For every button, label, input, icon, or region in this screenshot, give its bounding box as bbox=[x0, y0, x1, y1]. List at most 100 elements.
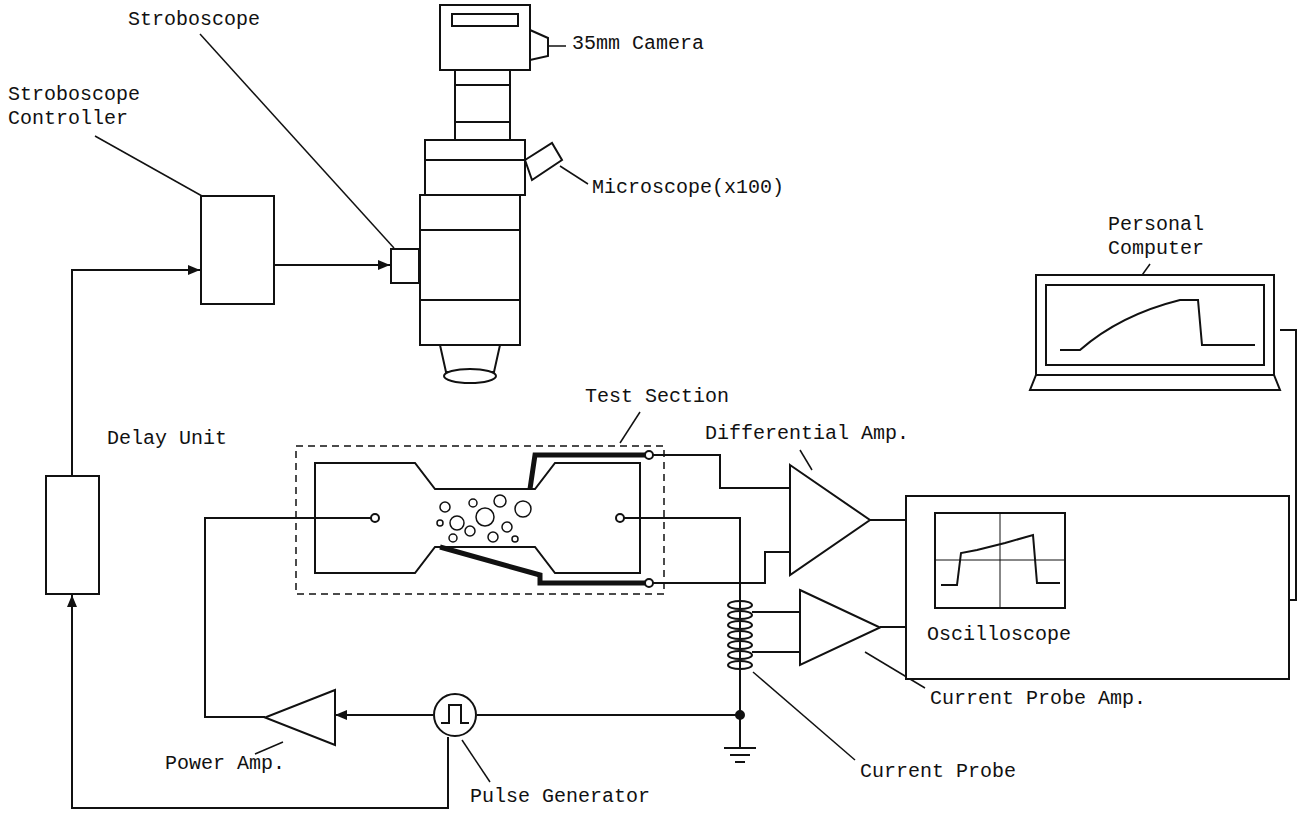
camera-detail bbox=[452, 14, 518, 26]
camera-body bbox=[440, 5, 530, 70]
camera-prism bbox=[530, 30, 548, 60]
bubble bbox=[440, 502, 450, 512]
tube-ring bbox=[455, 121, 510, 123]
node-label: Pulse Generator bbox=[470, 785, 650, 809]
terminal bbox=[616, 514, 624, 522]
coil-winding bbox=[728, 641, 752, 649]
current-probe: Current Probe bbox=[728, 598, 752, 672]
leader-line bbox=[560, 166, 588, 184]
ground-symbol bbox=[735, 761, 745, 763]
amplifier-symbol-shape bbox=[265, 690, 335, 745]
controller-box-shape bbox=[200, 195, 275, 305]
bubble bbox=[476, 508, 494, 526]
leader-line bbox=[95, 136, 202, 196]
test-section-shape bbox=[295, 445, 665, 595]
ground-symbol bbox=[724, 747, 756, 749]
bubble bbox=[502, 522, 512, 532]
bubble bbox=[450, 516, 464, 530]
node-label: Current Probe bbox=[860, 760, 1016, 784]
bubble bbox=[488, 532, 498, 542]
amplifier-outline bbox=[790, 465, 870, 575]
part-label: Microscope(x100) bbox=[592, 176, 784, 200]
node-label: Delay Unit bbox=[107, 427, 227, 451]
pulse-generator: Pulse Generator bbox=[433, 693, 477, 737]
leader-line bbox=[753, 672, 855, 760]
body-line bbox=[420, 229, 520, 231]
amplifier-outline bbox=[800, 590, 880, 665]
box-outline bbox=[391, 249, 419, 283]
objective-lens bbox=[444, 369, 496, 383]
terminal bbox=[645, 579, 653, 587]
node-label: Current Probe Amp. bbox=[930, 687, 1146, 711]
pulse-generator-shape bbox=[433, 693, 477, 737]
coil-winding bbox=[728, 621, 752, 629]
node-label: Oscilloscope bbox=[927, 623, 1071, 647]
screen-grid bbox=[935, 560, 1065, 561]
wire-connector bbox=[752, 651, 800, 653]
wire bbox=[295, 517, 371, 519]
oscilloscope-screen bbox=[935, 513, 1065, 608]
terminal bbox=[371, 514, 379, 522]
coil-winding bbox=[728, 631, 752, 639]
wire-connector bbox=[72, 595, 448, 808]
node-label: Personal Computer bbox=[1108, 213, 1233, 261]
signal-trace bbox=[1060, 300, 1255, 350]
stroboscope-box-shape bbox=[390, 248, 420, 284]
tube-ring bbox=[455, 84, 510, 86]
current-probe-shape bbox=[728, 598, 752, 672]
leader-line bbox=[462, 740, 490, 782]
box-outline bbox=[46, 476, 99, 594]
electrode bbox=[440, 547, 645, 583]
wire-connector bbox=[205, 518, 295, 717]
laptop-base bbox=[1030, 375, 1280, 390]
bubble bbox=[465, 526, 475, 536]
laptop-display bbox=[1046, 285, 1264, 365]
oscilloscope-outline bbox=[906, 496, 1289, 679]
objective bbox=[440, 345, 500, 372]
computer: Personal Computer bbox=[1030, 275, 1280, 390]
ground-wire bbox=[739, 715, 741, 748]
coil-winding bbox=[728, 651, 752, 659]
bubble bbox=[494, 495, 506, 507]
test-section: Test Section bbox=[295, 445, 665, 595]
amplifier-symbol-shape bbox=[790, 465, 870, 575]
part-label: 35mm Camera bbox=[572, 32, 704, 56]
wire bbox=[624, 517, 665, 519]
bubble bbox=[515, 501, 531, 517]
generator-circle bbox=[434, 694, 476, 736]
electrode bbox=[530, 455, 645, 489]
wire-connector bbox=[275, 264, 390, 266]
delay-box-shape bbox=[45, 475, 100, 595]
amplifier-symbol: Power Amp. bbox=[265, 690, 335, 745]
leader-line bbox=[549, 45, 566, 47]
body-line bbox=[420, 299, 520, 301]
stroboscope-box: Stroboscope bbox=[390, 248, 420, 284]
amplifier-symbol-shape bbox=[800, 590, 880, 665]
signal-trace bbox=[941, 535, 1060, 585]
laptop-screen bbox=[1036, 275, 1274, 375]
coil-winding bbox=[728, 611, 752, 619]
bubble bbox=[512, 536, 518, 542]
oscilloscope-box-shape bbox=[905, 495, 1290, 680]
microscope-head bbox=[425, 140, 525, 195]
amplifier-outline bbox=[265, 690, 335, 745]
microscope-body bbox=[420, 195, 520, 345]
eyepiece bbox=[525, 143, 562, 180]
ground-symbol bbox=[730, 754, 750, 756]
wire bbox=[653, 582, 665, 584]
wire-connector bbox=[870, 519, 905, 521]
pulse-symbol bbox=[441, 705, 469, 723]
wire bbox=[653, 454, 665, 456]
node-label: Stroboscope bbox=[128, 8, 260, 32]
wire-connector bbox=[335, 714, 433, 716]
wire-connector bbox=[752, 611, 800, 613]
delay-box: Delay Unit bbox=[45, 475, 100, 595]
box-outline bbox=[201, 196, 274, 304]
leader-line bbox=[800, 450, 812, 470]
wire-connector bbox=[880, 626, 905, 628]
amplifier-symbol: Differential Amp. bbox=[790, 465, 870, 575]
wire-connector bbox=[665, 552, 790, 583]
coil-winding bbox=[728, 601, 752, 609]
head-line bbox=[425, 159, 525, 161]
oscilloscope-box: Oscilloscope bbox=[905, 495, 1290, 680]
